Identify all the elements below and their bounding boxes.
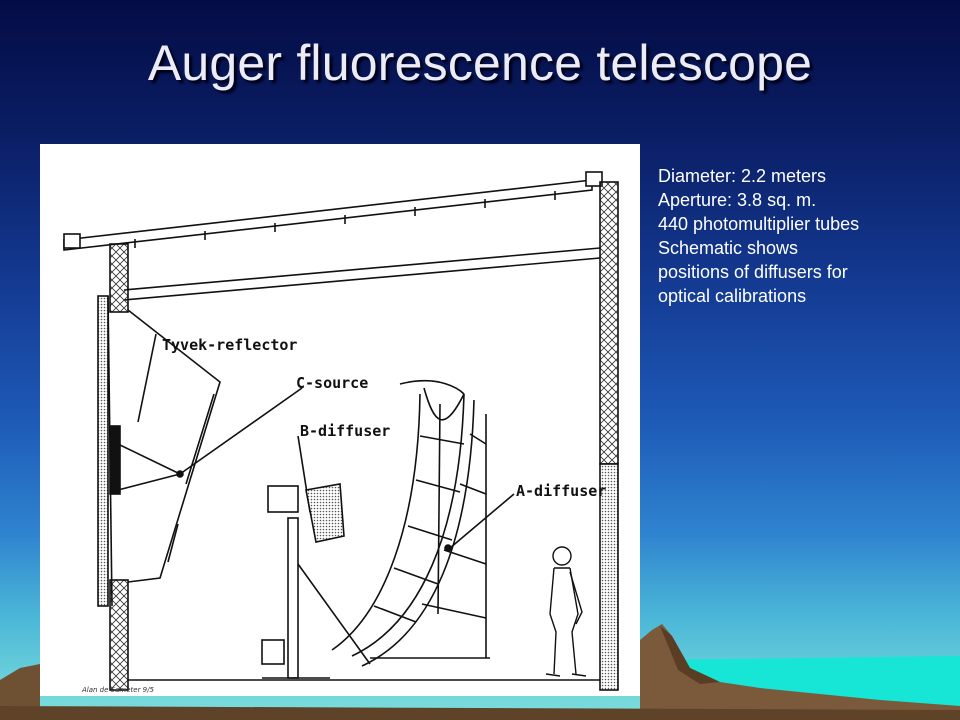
- a-diffuser-leader: [449, 493, 515, 549]
- spherical-mirror: [331, 379, 475, 667]
- mountain-left: [0, 664, 40, 720]
- info-tube-count: 440 photomultiplier tubes: [658, 214, 860, 234]
- c-source-rays: [117, 387, 303, 491]
- info-schematic-note-2: positions of diffusers for: [658, 262, 848, 282]
- label-c-source: C-source: [296, 374, 368, 392]
- ground-bottom: [0, 706, 960, 720]
- telescope-schematic: Tyvek-reflector C-source B-diffuser A-di…: [40, 144, 640, 696]
- info-list: Diameter: 2.2 meters Aperture: 3.8 sq. m…: [658, 164, 956, 308]
- label-tyvek-reflector: Tyvek-reflector: [162, 336, 297, 354]
- tyvek-reflector: [127, 309, 221, 583]
- info-aperture: Aperture: 3.8 sq. m.: [658, 190, 817, 210]
- info-schematic-note-3: optical calibrations: [658, 286, 807, 306]
- mirror-support: [370, 414, 490, 659]
- info-schematic-note-1: Schematic shows: [658, 238, 799, 258]
- mountain-right: [640, 624, 960, 720]
- person-figure: [545, 546, 587, 677]
- camera-block: [109, 425, 121, 495]
- camera-stand: [261, 483, 371, 679]
- slide-title: Auger fluorescence telescope: [147, 35, 813, 91]
- landscape-background: [0, 624, 960, 720]
- mountain-right-shadow: [660, 626, 720, 684]
- info-diameter: Diameter: 2.2 meters: [658, 166, 827, 186]
- right-wall: [599, 181, 619, 691]
- label-a-diffuser: A-diffuser: [516, 482, 606, 500]
- roof: [63, 171, 603, 301]
- drawing-credit: Alan de Sameter 9/5: [81, 686, 154, 694]
- schematic-drawing: Tyvek-reflector C-source B-diffuser A-di…: [63, 171, 619, 694]
- label-b-diffuser: B-diffuser: [300, 422, 390, 440]
